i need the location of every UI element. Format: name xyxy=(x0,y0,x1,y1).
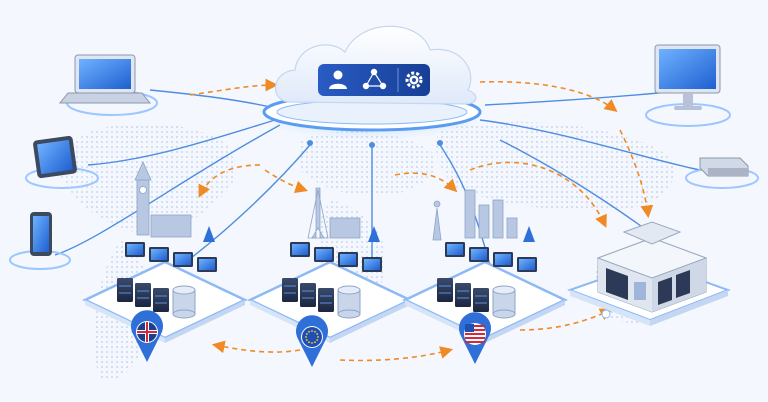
us-flag-icon xyxy=(458,312,491,364)
region-platform-us xyxy=(402,189,568,343)
desktop-monitor-device xyxy=(645,44,731,127)
server-rack-cluster xyxy=(117,278,169,312)
database-icon xyxy=(492,285,516,319)
server-rack-icon xyxy=(153,288,169,312)
smartphone-device xyxy=(9,212,71,270)
server-rack-icon xyxy=(282,278,298,302)
gear-icon xyxy=(405,71,423,89)
server-rack-icon xyxy=(455,283,471,307)
server-rack-cluster xyxy=(437,278,489,312)
server-rack-icon xyxy=(135,283,151,307)
tree-icon xyxy=(368,226,380,242)
big-ben-icon xyxy=(134,161,192,238)
uk-flag-icon xyxy=(131,310,163,362)
monitor-array xyxy=(290,242,382,272)
region-platform-eu xyxy=(247,187,413,343)
tree-icon xyxy=(203,226,215,242)
server-rack-icon xyxy=(300,283,316,307)
tree-icon xyxy=(523,226,535,242)
eu-flag-icon xyxy=(296,315,328,367)
server-rack-cluster xyxy=(282,278,334,312)
link-laptop-cloud xyxy=(149,89,276,109)
user-icon xyxy=(329,70,347,89)
region-platform-uk xyxy=(82,161,248,343)
statue-of-liberty-icon xyxy=(432,189,518,241)
monitor-array xyxy=(445,242,537,272)
server-rack-icon xyxy=(117,278,133,302)
laptop-device xyxy=(58,54,158,116)
database-icon xyxy=(337,285,361,319)
monitor-array xyxy=(125,242,217,272)
server-rack-icon xyxy=(318,288,334,312)
data-center-building xyxy=(567,221,731,326)
database-icon xyxy=(172,285,196,319)
server-rack-icon xyxy=(473,288,489,312)
cloud-hub xyxy=(260,25,484,148)
tablet-device xyxy=(25,135,99,189)
network-nodes-icon xyxy=(362,68,387,90)
server-rack-icon xyxy=(437,278,453,302)
mini-pc-device xyxy=(685,157,759,189)
eiffel-tower-icon xyxy=(307,187,361,239)
